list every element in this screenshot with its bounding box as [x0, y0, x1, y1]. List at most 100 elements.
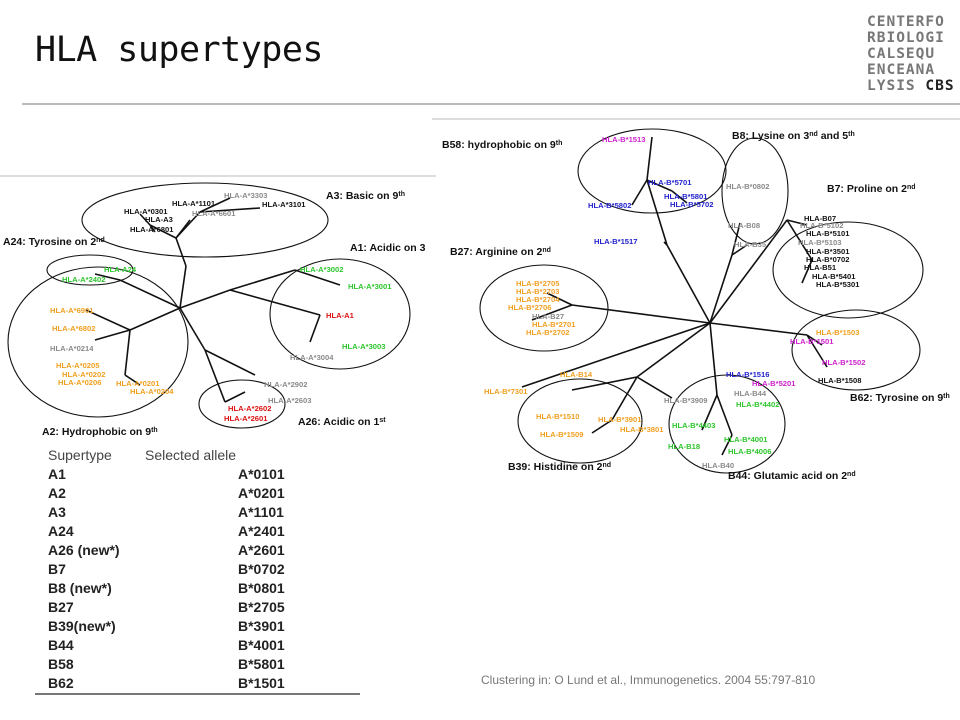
- group-label: A1: Acidic on 3: [350, 242, 426, 254]
- logo-row: LYSIS CBS: [867, 78, 955, 94]
- allele-leaf-label: HLA-B*2705: [516, 279, 560, 288]
- group-label: B7: Proline on 2nd: [827, 183, 916, 195]
- cluster-b8: [721, 137, 789, 245]
- logo-row: CALSEQU: [867, 46, 936, 62]
- supertype-cell: B58: [48, 656, 74, 672]
- allele-leaf-label: HLA-B*1508: [818, 376, 861, 385]
- allele-leaf-label: HLA-B*5103: [798, 238, 841, 247]
- allele-leaf-label: HLA-B*2704: [516, 295, 560, 304]
- allele-leaf-label: HLA-A*2603: [268, 396, 311, 405]
- tree-branches: [521, 136, 828, 456]
- allele-leaf-label: HLA-B*5101: [806, 229, 850, 238]
- table-row: B39(new*) B*3901: [48, 617, 360, 636]
- allele-leaf-label: HLA-B14: [560, 370, 593, 379]
- allele-leaf-label: HLA-B*5701: [648, 178, 692, 187]
- allele-cell: B*3901: [238, 618, 285, 634]
- allele-leaf-label: HLA-B*3901: [598, 415, 642, 424]
- allele-leaf-label: HLA-A1: [326, 311, 355, 320]
- cluster-a3: [81, 182, 329, 258]
- allele-leaf-label: HLA-B*3909: [664, 396, 707, 405]
- allele-leaf-label: HLA-B*5702: [670, 200, 713, 209]
- group-label: A24: Tyrosine on 2nd: [3, 236, 105, 248]
- allele-leaf-label: HLA-B44: [734, 389, 767, 398]
- group-label: B39: Histidine on 2nd: [508, 461, 611, 473]
- allele-leaf-label: HLA-A*2601: [224, 414, 268, 423]
- allele-leaf-label: HLA-A*6601: [192, 209, 236, 218]
- group-label: A3: Basic on 9th: [326, 190, 405, 202]
- allele-leaf-label: HLA-A*0205: [56, 361, 100, 370]
- allele-cell: B*1501: [238, 675, 285, 691]
- supertype-cell: B8 (new*): [48, 580, 112, 596]
- allele-leaf-label: HLA-B40: [702, 461, 734, 470]
- allele-leaf-label: HLA-B*1510: [536, 412, 579, 421]
- allele-leaf-label: HLA-A*0214: [50, 344, 94, 353]
- supertype-cell: A2: [48, 485, 66, 501]
- allele-cell: B*0801: [238, 580, 285, 596]
- supertype-cell: B7: [48, 561, 66, 577]
- allele-cell: A*0201: [238, 485, 285, 501]
- allele-leaf-label: HLA-A*1101: [172, 199, 216, 208]
- allele-leaf-label: HLA-B*4001: [724, 435, 768, 444]
- allele-leaf-label: HLA-A*0204: [130, 387, 174, 396]
- allele-leaf-label: HLA-A*0202: [62, 370, 105, 379]
- allele-leaf-label: HLA-A*3003: [342, 342, 385, 351]
- logo-row: ENCEANA: [867, 62, 936, 78]
- allele-leaf-label: HLA-B18: [668, 442, 700, 451]
- allele-leaf-label: HLA-A*3002: [300, 265, 343, 274]
- allele-cell: B*2705: [238, 599, 285, 615]
- allele-cell: A*0101: [238, 466, 285, 482]
- allele-leaf-label: HLA-B*2706: [508, 303, 551, 312]
- allele-leaf-label: HLA-B*5301: [816, 280, 860, 289]
- group-label: A2: Hydrophobic on 9th: [42, 426, 158, 438]
- table-row: B8 (new*) B*0801: [48, 579, 360, 598]
- page-title: HLA supertypes: [35, 30, 324, 70]
- allele-leaf-label: HLA-A*0206: [58, 378, 101, 387]
- logo-text: LYSIS: [867, 78, 916, 94]
- supertype-cell: B39(new*): [48, 618, 116, 634]
- table-row: A1 A*0101: [48, 465, 360, 484]
- allele-leaf-label: HLA-B*5801: [664, 192, 708, 201]
- table-row: A2 A*0201: [48, 484, 360, 503]
- title-divider: [22, 103, 960, 105]
- allele-leaf-label: HLA-A*2902: [264, 380, 307, 389]
- allele-leaf-label: HLA-B*4006: [728, 447, 771, 456]
- group-label: B44: Glutamic acid on 2nd: [728, 470, 856, 480]
- allele-leaf-label: HLA-B*5201: [752, 379, 796, 388]
- allele-leaf-label: HLA-A*6901: [50, 306, 94, 315]
- cluster-a1: [269, 258, 411, 370]
- allele-leaf-label: HLA-B08: [728, 221, 760, 230]
- column-header: Supertype: [48, 447, 112, 463]
- allele-leaf-label: HLA-A3: [145, 215, 173, 224]
- logo-cbs: CBS: [925, 78, 955, 94]
- allele-leaf-label: HLA-A*3101: [262, 200, 306, 209]
- cluster-a2: [7, 266, 189, 418]
- allele-leaf-label: HLA-B07: [804, 214, 836, 223]
- allele-leaf-label: HLA-B*2703: [516, 287, 559, 296]
- group-label: B8: Lysine on 3nd and 5th: [732, 130, 855, 142]
- table-row: B62 B*1501: [48, 674, 360, 693]
- allele-leaf-label: HLA-B*5102: [800, 221, 843, 230]
- column-header: Selected allele: [145, 447, 237, 463]
- allele-leaf-label: HLA-A*3004: [290, 353, 334, 362]
- allele-leaf-label: HLA-B*0702: [806, 255, 849, 264]
- cluster-b7: [772, 221, 924, 319]
- hla-b-tree-figure: B58: hydrophobic on 9th B8: Lysine on 3n…: [432, 118, 960, 480]
- table-row: A26 (new*)A*2601: [48, 541, 360, 560]
- logo-row: CENTERFO: [867, 14, 945, 30]
- allele-leaf-label: HLA-A*6801: [130, 225, 174, 234]
- allele-leaf-label: HLA-A*6802: [52, 324, 95, 333]
- supertype-cell: A24: [48, 523, 74, 539]
- allele-cell: A*1101: [238, 504, 284, 520]
- supertype-cell: B62: [48, 675, 74, 691]
- cluster-b44: [668, 374, 786, 474]
- allele-leaf-label: HLA-A*2402: [62, 275, 105, 284]
- supertype-cell: A1: [48, 466, 66, 482]
- allele-leaf-label: HLA-B35: [734, 240, 767, 249]
- supertype-cell: A3: [48, 504, 66, 520]
- allele-leaf-label: HLA-A*0301: [124, 207, 168, 216]
